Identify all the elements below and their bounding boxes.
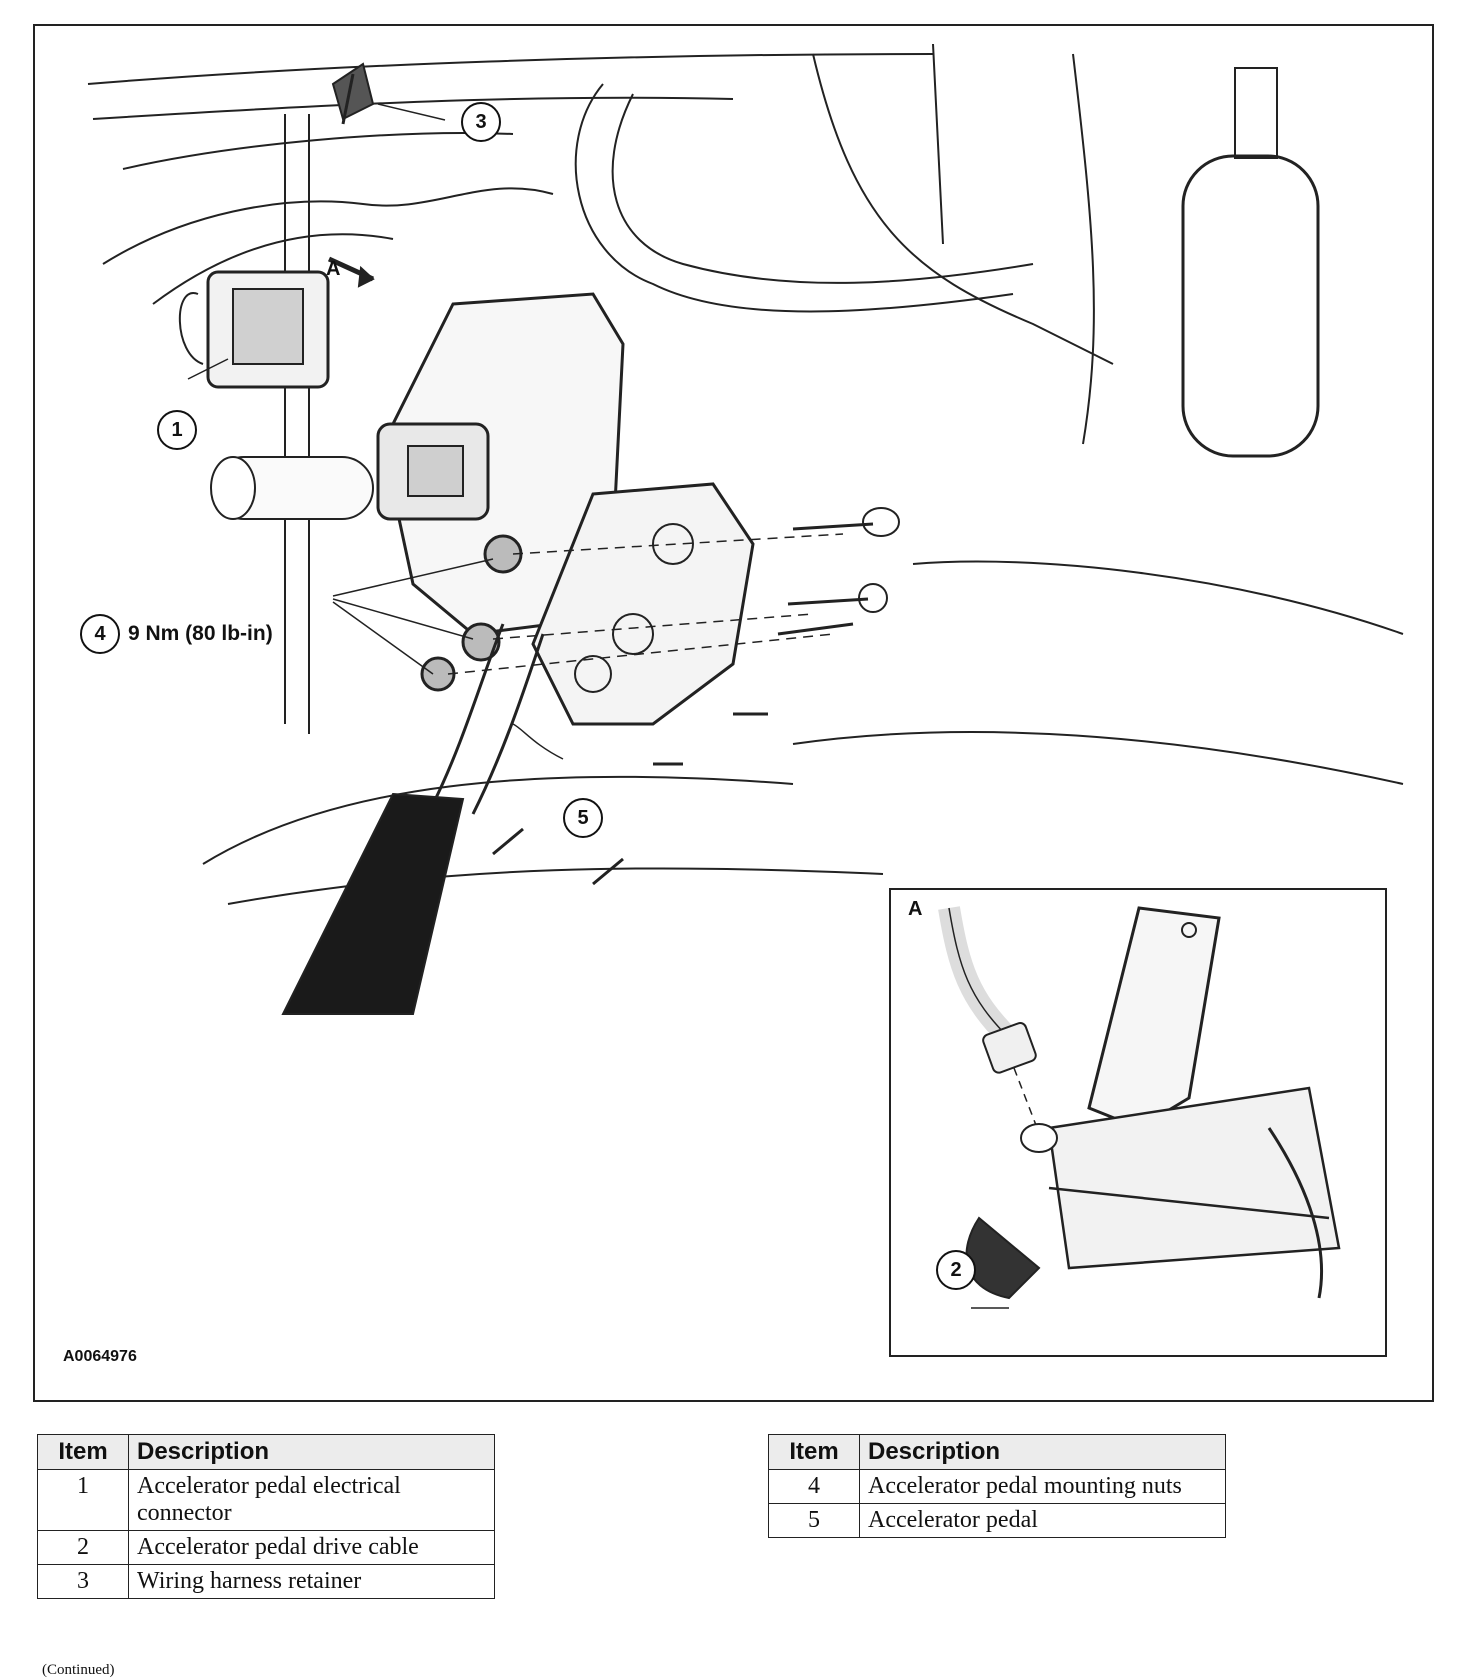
legend-header-row: Item Description — [768, 1434, 1226, 1470]
assembly-lines — [447, 533, 844, 675]
callout-4: 4 — [80, 614, 120, 654]
inset-detail — [938, 906, 1341, 1309]
legend-item-number: 2 — [37, 1530, 129, 1565]
callout-3: 3 — [461, 102, 501, 142]
harness-loop — [574, 83, 1034, 313]
legend-item-number: 4 — [768, 1469, 860, 1504]
legend-row: 4 Accelerator pedal mounting nuts — [768, 1469, 1226, 1504]
legend-row: 5 Accelerator pedal — [768, 1503, 1226, 1538]
cable-end — [982, 1022, 1037, 1074]
leader-3 — [377, 103, 446, 121]
inset-view-a-frame — [889, 888, 1387, 1357]
figure-id: A0064976 — [63, 1348, 137, 1365]
firewall-outline — [87, 53, 934, 170]
legend-item-description: Accelerator pedal — [859, 1503, 1226, 1538]
pedal-pad — [281, 792, 465, 1015]
callout-1: 1 — [157, 410, 197, 450]
legend-item-number: 3 — [37, 1564, 129, 1599]
mounting-bracket — [531, 482, 755, 726]
legend-item-description: Accelerator pedal mounting nuts — [859, 1469, 1226, 1504]
legend-table-left: Item Description 1 Accelerator pedal ele… — [37, 1434, 495, 1599]
pedal-arm — [431, 623, 545, 815]
continued-note: (Continued) — [42, 1662, 115, 1678]
left-wall — [284, 114, 310, 734]
cable-dashed-line — [1013, 1067, 1040, 1134]
leader-1 — [187, 358, 229, 380]
legend-row: 2 Accelerator pedal drive cable — [37, 1530, 495, 1565]
legend-row: 1 Accelerator pedal electrical connector — [37, 1469, 495, 1531]
access-panel — [1181, 154, 1320, 458]
callout-2: 2 — [936, 1250, 976, 1290]
harness-retainer — [331, 62, 375, 121]
legend-header-row: Item Description — [37, 1434, 495, 1470]
leader-4 — [332, 558, 494, 675]
legend-header-description: Description — [859, 1434, 1226, 1470]
legend-table-right: Item Description 4 Accelerator pedal mou… — [768, 1434, 1226, 1538]
floor-slots — [492, 712, 768, 886]
wiring-harness — [102, 187, 554, 305]
legend-item-description: Wiring harness retainer — [128, 1564, 495, 1599]
floor-outline — [202, 560, 1404, 905]
legend-item-description: Accelerator pedal electrical connector — [128, 1469, 495, 1531]
view-a-label-inset: A — [908, 898, 923, 920]
legend-item-description: Accelerator pedal drive cable — [128, 1530, 495, 1565]
inset-housing — [1047, 1086, 1341, 1270]
legend-item-number: 1 — [37, 1469, 129, 1531]
inset-pedal-arm — [1267, 1127, 1323, 1299]
pedal-illustration — [87, 43, 1404, 1309]
legend-row: 3 Wiring harness retainer — [37, 1564, 495, 1599]
mounting-studs — [777, 522, 874, 636]
callout-5: 5 — [563, 798, 603, 838]
body-panel — [812, 43, 1114, 445]
stud-hole — [652, 523, 694, 565]
legend-header-description: Description — [128, 1434, 495, 1470]
torque-spec: 9 Nm (80 lb-in) — [128, 622, 273, 645]
inset-shaft — [1048, 1186, 1330, 1220]
legend-header-item: Item — [768, 1434, 860, 1470]
legend-item-number: 5 — [768, 1503, 860, 1538]
view-a-label-main: A — [326, 258, 341, 280]
access-panel-tab — [1234, 67, 1278, 159]
legend-header-item: Item — [37, 1434, 129, 1470]
leader-5 — [512, 723, 564, 760]
